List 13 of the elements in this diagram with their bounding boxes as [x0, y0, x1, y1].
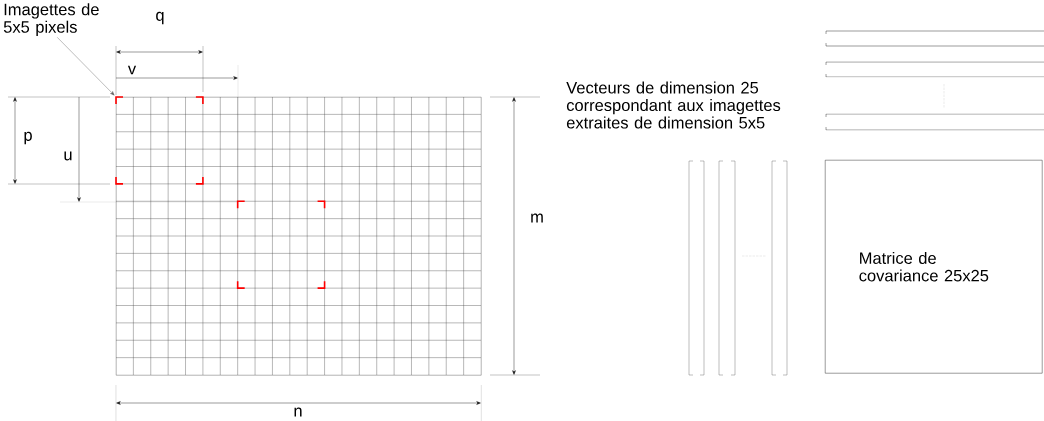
dimension-label: q [154, 10, 166, 26]
dimension-label: v [126, 64, 138, 76]
pixel-grid [115, 96, 482, 376]
description-text: Vecteurs de dimension 25 correspondant aux imagettes extraites de dimension 5x5 [566, 81, 781, 129]
dimension-label: p [22, 130, 34, 146]
callout-text: Imagettes de 5x5 pixels [3, 3, 99, 37]
dimension-label: n [292, 406, 304, 418]
matrix-box: Matrice de covariance 25x25 [825, 160, 1043, 374]
dimension-label: u [62, 150, 74, 162]
patch-corners [115, 96, 204, 185]
patch-corners [236, 200, 326, 289]
dimension-label: m [529, 212, 545, 224]
leader-line [57, 37, 115, 96]
